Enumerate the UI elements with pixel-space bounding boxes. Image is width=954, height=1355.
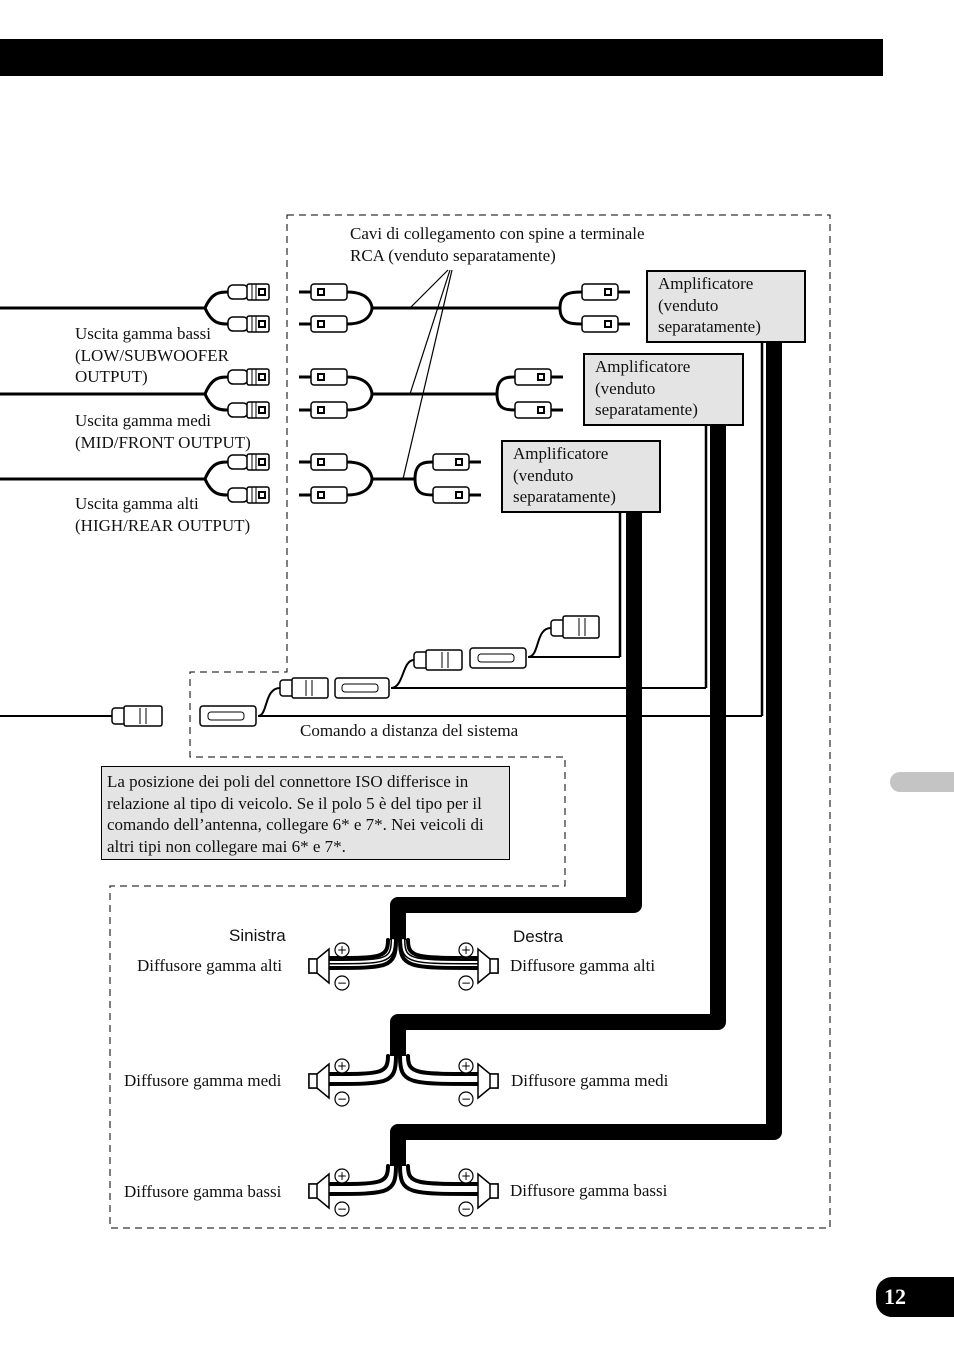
amplifier-box-high: Amplificatore (venduto separatamente) xyxy=(501,440,661,513)
remote-control-label: Comando a distanza del sistema xyxy=(300,721,519,740)
minus-sign: − xyxy=(337,1202,347,1216)
minus-sign: − xyxy=(337,976,347,990)
minus-sign: − xyxy=(461,976,471,990)
mid-output-label: Uscita gamma medi (MID/FRONT OUTPUT) xyxy=(75,411,251,452)
plus-sign: + xyxy=(337,1169,347,1183)
minus-sign: − xyxy=(337,1092,347,1106)
left-heading: Sinistra xyxy=(229,926,286,945)
plus-sign: + xyxy=(461,943,471,957)
amplifier-box-low: Amplificatore (venduto separatamente) xyxy=(646,270,806,343)
speaker-high-right-label: Diffusore gamma alti xyxy=(510,956,656,975)
speaker-high-left-label: Diffusore gamma alti xyxy=(137,956,283,975)
high-output-label: Uscita gamma alti (HIGH/REAR OUTPUT) xyxy=(75,494,251,535)
header-bar xyxy=(0,39,883,76)
plus-sign: + xyxy=(461,1059,471,1073)
iso-connector-note: La posizione dei poli del connettore ISO… xyxy=(101,766,510,860)
section-tab xyxy=(890,772,954,792)
page-number: 12 xyxy=(876,1277,954,1317)
minus-sign: − xyxy=(461,1202,471,1216)
speaker-mid-left-label: Diffusore gamma medi xyxy=(124,1071,282,1090)
low-output-label: Uscita gamma bassi (LOW/SUBWOOFER OUTPUT… xyxy=(75,324,229,386)
plus-sign: + xyxy=(337,1059,347,1073)
plus-sign: + xyxy=(461,1169,471,1183)
rca-cables-label: Cavi di collegamento con spine a termina… xyxy=(350,224,645,265)
right-heading: Destra xyxy=(513,927,564,946)
speaker-low-right-label: Diffusore gamma bassi xyxy=(510,1181,668,1200)
speaker-mid-right-label: Diffusore gamma medi xyxy=(511,1071,669,1090)
amplifier-box-mid: Amplificatore (venduto separatamente) xyxy=(583,353,744,426)
minus-sign: − xyxy=(461,1092,471,1106)
speaker-low-left-label: Diffusore gamma bassi xyxy=(124,1182,282,1201)
plus-sign: + xyxy=(337,943,347,957)
